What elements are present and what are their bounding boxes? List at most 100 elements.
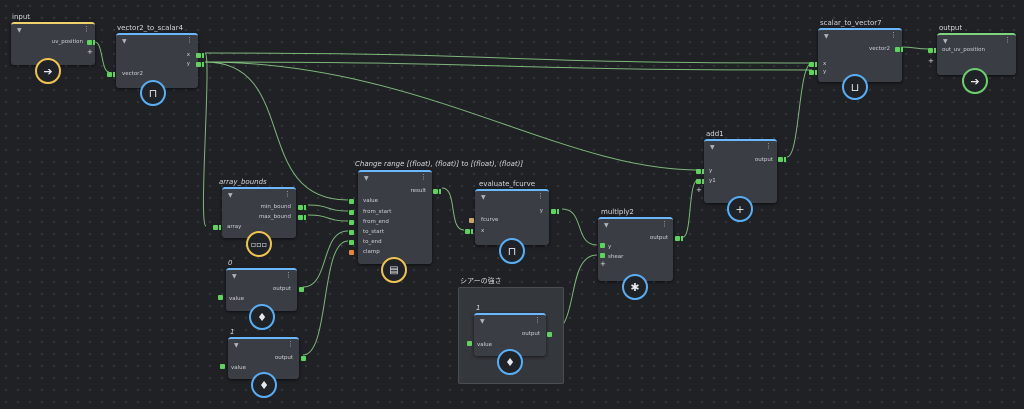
array-icon: ▫▫▫ [246, 231, 272, 257]
port-label-fcurve: fcurve [481, 217, 499, 223]
collapse-chevron-icon[interactable]: ▼ [17, 27, 22, 34]
port-label-vector2: vector2 [122, 71, 143, 77]
node-constant-2[interactable]: ▼ ⋮ value output [467, 313, 552, 356]
port-fcurve-in[interactable] [469, 218, 474, 223]
port-output-out[interactable] [675, 236, 683, 241]
port-value-in[interactable] [220, 364, 225, 369]
port-from-start-in[interactable] [349, 210, 354, 215]
port-label-x: x [823, 61, 827, 67]
collapse-chevron-icon[interactable]: ▼ [943, 38, 948, 45]
port-to-end-in[interactable] [349, 240, 354, 245]
port-vector2-in[interactable] [107, 72, 115, 77]
port-shear-in[interactable] [600, 253, 605, 258]
node-menu-icon[interactable]: ⋮ [287, 340, 294, 348]
port-output-out[interactable] [547, 332, 552, 337]
merge-icon: ⊔ [842, 74, 868, 100]
add-port-icon[interactable]: + [600, 260, 606, 268]
node-menu-icon[interactable]: ⋮ [83, 25, 90, 33]
port-result-out[interactable] [433, 189, 441, 194]
port-uv-position-out[interactable] [87, 40, 95, 45]
node-menu-icon[interactable]: ⋮ [661, 220, 668, 228]
node-change-range[interactable]: ▼ ⋮ value from_start from_end to_start t… [349, 170, 441, 264]
node-menu-icon[interactable]: ⋮ [765, 142, 772, 150]
arrow-right-icon: ➔ [962, 68, 988, 94]
node-vector2-to-scalar4[interactable]: ▼ ⋮ vector2 x y [107, 33, 204, 88]
port-to-start-in[interactable] [349, 230, 354, 235]
node-title-vector2-to-scalar4: vector2_to_scalar4 [117, 24, 184, 32]
port-vector2-out[interactable] [895, 47, 903, 52]
group-label: シアーの強さ [460, 277, 502, 285]
node-menu-icon[interactable]: ⋮ [1004, 36, 1011, 44]
port-label-value: value [477, 342, 493, 348]
port-max-bound-out[interactable] [298, 215, 306, 220]
node-add1[interactable]: ▼ ⋮ y y1 + output [696, 139, 786, 203]
port-output-out[interactable] [778, 157, 786, 162]
collapse-chevron-icon[interactable]: ▼ [234, 342, 239, 349]
node-title-add1: add1 [706, 130, 724, 138]
node-menu-icon[interactable]: ⋮ [890, 31, 897, 39]
port-clamp-in[interactable] [349, 250, 354, 255]
node-menu-icon[interactable]: ⋮ [285, 271, 292, 279]
port-x-out[interactable] [196, 53, 204, 58]
node-evaluate-fcurve[interactable]: ▼ ⋮ fcurve x y [465, 189, 559, 245]
add-port-icon[interactable]: + [928, 57, 934, 65]
node-title-constant-1: 1 [230, 328, 235, 336]
port-y-out[interactable] [196, 62, 204, 67]
port-value-in[interactable] [349, 199, 354, 204]
gem-icon: ♦ [251, 372, 277, 398]
node-multiply2[interactable]: ▼ ⋮ y shear + output [598, 217, 683, 281]
node-title-change-range: Change range [(float), (float)] to [(flo… [355, 160, 524, 168]
port-output-out[interactable] [301, 356, 306, 361]
port-y-in[interactable] [696, 169, 704, 174]
port-label-output: output [521, 331, 540, 337]
node-menu-icon[interactable]: ⋮ [186, 36, 193, 44]
node-title-output: output [939, 24, 963, 32]
port-array-in[interactable] [213, 225, 221, 230]
add-port-icon[interactable]: + [87, 48, 93, 56]
collapse-chevron-icon[interactable]: ▼ [364, 175, 369, 182]
node-scalar-to-vector7[interactable]: ▼ ⋮ x y vector2 [809, 28, 903, 82]
port-output-out[interactable] [299, 287, 304, 292]
node-title-constant-0: 0 [228, 259, 233, 267]
node-menu-icon[interactable]: ⋮ [420, 173, 427, 181]
node-menu-icon[interactable]: ⋮ [284, 190, 291, 198]
node-array-bounds[interactable]: ▼ ⋮ array min_bound max_bound [213, 187, 306, 238]
node-menu-icon[interactable]: ⋮ [534, 316, 541, 324]
port-label-y1: y1 [709, 178, 716, 184]
collapse-chevron-icon[interactable]: ▼ [481, 194, 486, 201]
port-label-shear: shear [608, 254, 624, 260]
port-label-min-bound: min_bound [260, 204, 291, 210]
curve-icon: ⊓ [499, 238, 525, 264]
collapse-chevron-icon[interactable]: ▼ [604, 222, 609, 229]
port-y-in[interactable] [809, 70, 817, 75]
port-y1-in[interactable] [696, 179, 704, 184]
port-out-uv-position-in[interactable] [928, 48, 936, 53]
port-y-in[interactable] [600, 243, 605, 248]
node-constant-0[interactable]: ▼ ⋮ value output [218, 268, 304, 311]
port-label-uv-position: uv_position [51, 39, 83, 45]
port-y-out[interactable] [551, 209, 559, 214]
port-value-in[interactable] [218, 295, 223, 300]
port-from-end-in[interactable] [349, 220, 354, 225]
port-label-array: array [227, 224, 242, 230]
port-x-in[interactable] [809, 62, 817, 67]
collapse-chevron-icon[interactable]: ▼ [228, 192, 233, 199]
split-icon: ⊓ [140, 80, 166, 106]
node-title-evaluate-fcurve: evaluate_fcurve [479, 180, 536, 188]
collapse-chevron-icon[interactable]: ▼ [232, 273, 237, 280]
port-x-in[interactable] [465, 229, 473, 234]
add-port-icon[interactable]: + [696, 186, 702, 194]
collapse-chevron-icon[interactable]: ▼ [710, 144, 715, 151]
port-label-output: output [272, 286, 291, 292]
asterisk-icon: ✱ [622, 274, 648, 300]
port-min-bound-out[interactable] [298, 205, 306, 210]
collapse-chevron-icon[interactable]: ▼ [122, 38, 127, 45]
node-input[interactable]: ▼ ⋮ uv_position + [11, 22, 95, 65]
collapse-chevron-icon[interactable]: ▼ [480, 318, 485, 325]
port-label-x: x [186, 52, 190, 58]
node-menu-icon[interactable]: ⋮ [537, 192, 544, 200]
port-value-in[interactable] [467, 341, 472, 346]
port-label-result: result [410, 188, 426, 194]
port-label-max-bound: max_bound [258, 214, 291, 220]
collapse-chevron-icon[interactable]: ▼ [824, 33, 829, 40]
